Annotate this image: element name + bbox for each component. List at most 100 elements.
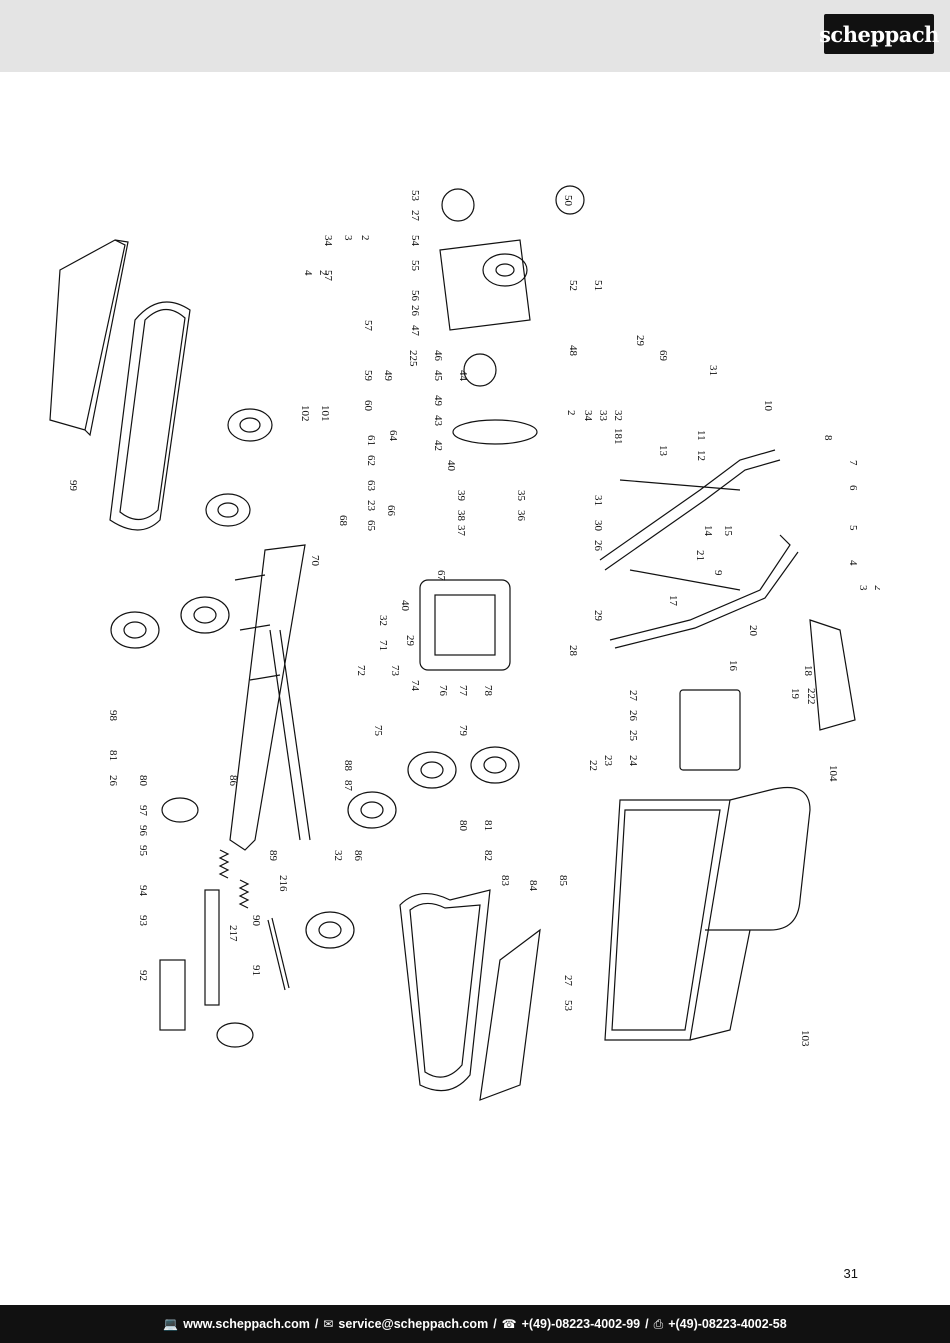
svg-text:92: 92 (137, 970, 149, 981)
header-band (0, 0, 950, 72)
svg-text:26: 26 (592, 540, 604, 552)
svg-text:84: 84 (527, 880, 539, 892)
svg-text:81: 81 (482, 820, 494, 831)
svg-text:53: 53 (409, 190, 421, 202)
road-wheel (470, 746, 520, 784)
road-wheel (227, 408, 273, 442)
svg-text:6: 6 (847, 485, 859, 491)
footer-website[interactable]: www.scheppach.com (183, 1317, 310, 1331)
svg-text:83: 83 (499, 875, 511, 887)
svg-text:225: 225 (407, 350, 419, 367)
monitor-icon: 💻 (163, 1317, 179, 1331)
svg-text:52: 52 (567, 280, 579, 291)
svg-text:14: 14 (702, 525, 714, 537)
svg-text:74: 74 (409, 680, 421, 692)
svg-text:48: 48 (567, 345, 579, 357)
svg-text:36: 36 (515, 510, 527, 522)
svg-text:93: 93 (137, 915, 149, 927)
svg-text:37: 37 (455, 525, 467, 537)
svg-text:51: 51 (592, 280, 604, 291)
svg-text:4: 4 (847, 560, 859, 566)
svg-text:86: 86 (227, 775, 239, 787)
svg-text:2: 2 (359, 235, 371, 241)
svg-text:42: 42 (432, 440, 444, 451)
svg-text:8: 8 (822, 435, 834, 441)
bracket (159, 959, 186, 1031)
svg-text:13: 13 (657, 445, 669, 457)
svg-text:59: 59 (362, 370, 374, 382)
svg-text:32: 32 (377, 615, 389, 626)
svg-text:29: 29 (404, 635, 416, 647)
svg-text:56: 56 (409, 290, 421, 302)
svg-text:26: 26 (627, 710, 639, 722)
svg-text:217: 217 (227, 925, 239, 942)
svg-text:60: 60 (362, 400, 374, 412)
svg-text:61: 61 (365, 435, 377, 446)
svg-text:75: 75 (372, 725, 384, 737)
svg-text:40: 40 (445, 460, 457, 472)
svg-text:70: 70 (309, 555, 321, 567)
svg-text:89: 89 (267, 850, 279, 862)
svg-text:64: 64 (387, 430, 399, 442)
svg-text:26: 26 (409, 305, 421, 317)
part-callouts: 99 101 102 53 27 54 55 56 50 51 52 48 31… (67, 190, 880, 1047)
svg-text:2: 2 (872, 585, 880, 591)
fax-icon: ⎙ (653, 1316, 664, 1331)
svg-text:101: 101 (319, 405, 331, 422)
road-wheel (407, 751, 457, 789)
svg-text:88: 88 (342, 760, 354, 772)
svg-text:23: 23 (602, 755, 614, 767)
footer-email[interactable]: service@scheppach.com (338, 1317, 489, 1331)
footer-separator: / (493, 1317, 497, 1331)
svg-text:30: 30 (592, 520, 604, 532)
logo-text: scheppach (819, 21, 939, 47)
svg-text:54: 54 (409, 235, 421, 247)
road-wheel (305, 911, 355, 949)
footer-separator: / (645, 1317, 649, 1331)
svg-text:15: 15 (722, 525, 734, 537)
svg-text:34: 34 (582, 410, 594, 422)
svg-text:97: 97 (137, 805, 149, 817)
svg-text:94: 94 (137, 885, 149, 897)
svg-text:102: 102 (299, 405, 311, 422)
svg-text:47: 47 (409, 325, 421, 337)
svg-text:80: 80 (457, 820, 469, 832)
svg-text:39: 39 (455, 490, 467, 502)
svg-text:32: 32 (612, 410, 624, 421)
svg-text:33: 33 (597, 410, 609, 422)
svg-text:40: 40 (399, 600, 411, 612)
svg-text:86: 86 (352, 850, 364, 862)
svg-text:19: 19 (789, 688, 801, 700)
main-frame (229, 544, 306, 851)
gearbox (439, 239, 531, 331)
footer-bar: 💻 www.scheppach.com / ✉ service@scheppac… (0, 1305, 950, 1343)
svg-text:67: 67 (435, 570, 447, 582)
svg-text:49: 49 (432, 395, 444, 407)
svg-text:69: 69 (657, 350, 669, 362)
right-cover-plate (809, 619, 856, 731)
svg-text:26: 26 (107, 775, 119, 787)
svg-text:31: 31 (592, 495, 604, 506)
svg-text:35: 35 (515, 490, 527, 502)
svg-text:98: 98 (107, 710, 119, 722)
svg-text:3: 3 (857, 585, 869, 591)
svg-text:2: 2 (565, 410, 577, 416)
footer-phone: +(49)-08223-4002-99 (521, 1317, 641, 1331)
svg-text:87: 87 (342, 780, 354, 792)
svg-text:57: 57 (322, 270, 334, 282)
svg-text:27: 27 (627, 690, 639, 702)
footer-separator: / (314, 1317, 319, 1331)
svg-text:82: 82 (482, 850, 494, 861)
spring (218, 849, 230, 879)
svg-text:34: 34 (322, 235, 334, 247)
road-wheel (180, 596, 230, 634)
svg-text:20: 20 (747, 625, 759, 637)
spring (238, 879, 250, 909)
footer-fax: +(49)-08223-4002-58 (668, 1317, 787, 1331)
svg-text:29: 29 (592, 610, 604, 622)
left-cover-plate (49, 239, 126, 431)
page-number: 31 (843, 1266, 858, 1281)
svg-text:44: 44 (457, 370, 469, 382)
svg-text:68: 68 (337, 515, 349, 527)
svg-text:10: 10 (762, 400, 774, 412)
